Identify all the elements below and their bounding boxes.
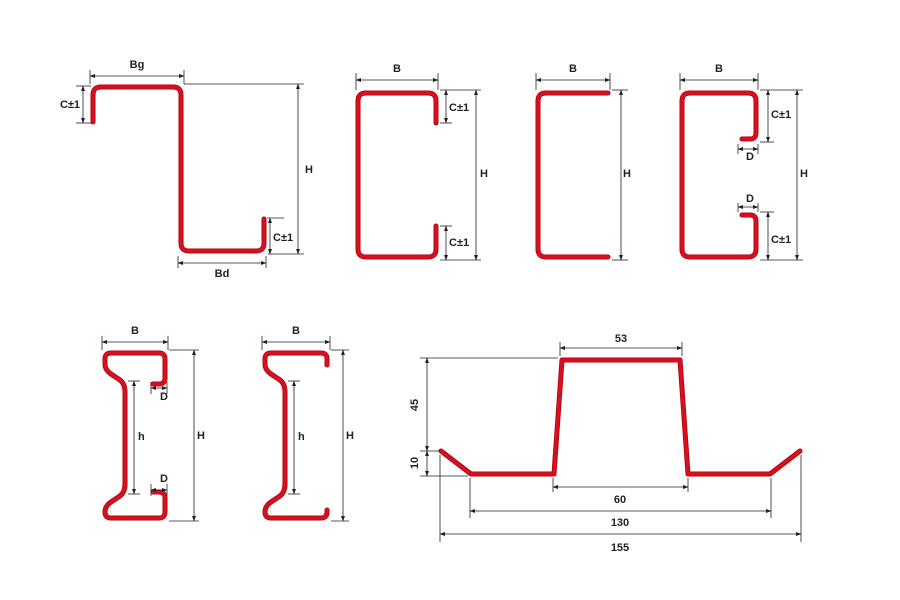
sigma-c-top-label: C±1 — [771, 109, 791, 121]
sigma-h-label: H — [800, 168, 808, 180]
c-c-bottom-label: C±1 — [449, 237, 469, 249]
c-profile: B C±1 H C±1 — [355, 63, 488, 261]
c-h-label: H — [480, 168, 488, 180]
c-c-top-label: C±1 — [449, 102, 469, 114]
i-a-d-top-label: D — [160, 391, 168, 403]
z-h-label: H — [305, 164, 313, 176]
i-b-h-inner-label: h — [298, 431, 305, 443]
sigma-profile: B C±1 D D H C±1 — [679, 63, 808, 261]
c-b-label: B — [393, 63, 401, 75]
sigma-d-bottom-label: D — [746, 193, 754, 205]
z-bg-label: Bg — [130, 59, 145, 71]
i-profile-b: B h H — [261, 325, 354, 522]
z-bd-label: Bd — [215, 268, 230, 280]
sigma-b-label: B — [715, 63, 723, 75]
i-b-b-label: B — [292, 325, 300, 337]
trap-bottom-inner-label: 60 — [614, 494, 626, 506]
i-a-h-inner-label: h — [138, 431, 145, 443]
sigma-d-top-label: D — [746, 151, 754, 163]
trapezoid-profile: 53 45 10 60 130 155 — [409, 333, 803, 554]
i-profile-a: B D h D H — [101, 325, 205, 522]
z-profile: Bg C±1 H C±1 Bd — [60, 59, 313, 280]
trap-span-label: 130 — [611, 517, 629, 529]
i-b-h-label: H — [346, 430, 354, 442]
trap-lip-label: 10 — [409, 457, 421, 469]
trap-overall-label: 155 — [611, 542, 629, 554]
u-h-label: H — [623, 168, 631, 180]
i-a-h-label: H — [197, 430, 205, 442]
i-a-d-bottom-label: D — [160, 473, 168, 485]
trap-height-label: 45 — [409, 399, 421, 411]
i-a-b-label: B — [131, 325, 139, 337]
u-profile: B H — [535, 63, 631, 261]
u-b-label: B — [569, 63, 577, 75]
sigma-c-bottom-label: C±1 — [771, 234, 791, 246]
z-c-bottom-label: C±1 — [273, 232, 293, 244]
z-c-top-label: C±1 — [60, 99, 80, 111]
trap-top-label: 53 — [615, 333, 627, 345]
